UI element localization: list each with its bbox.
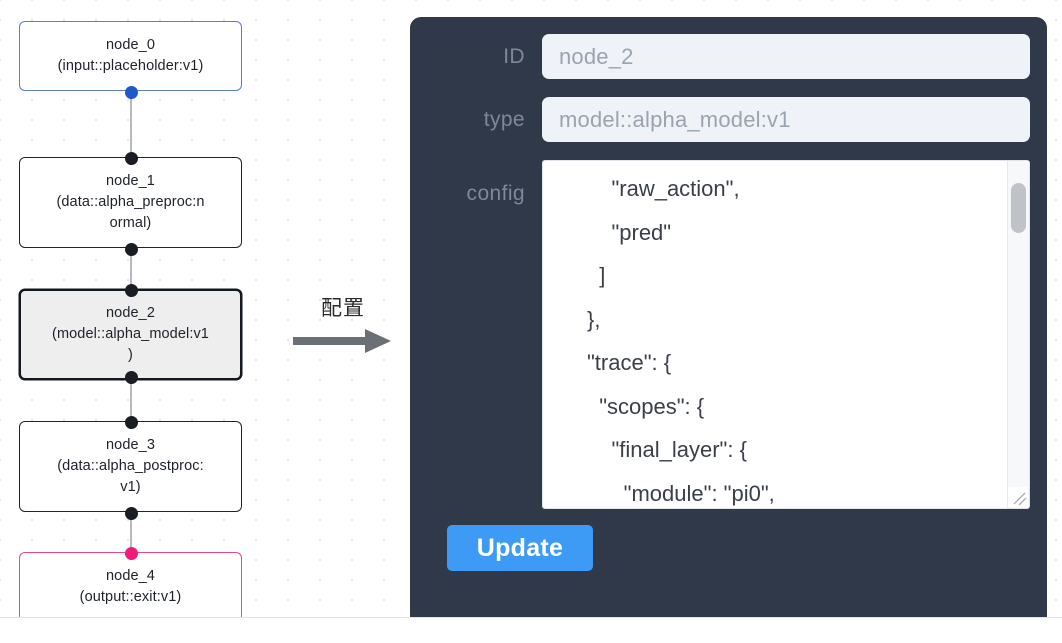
flow-node-label: node_1 (data::alpha_preproc:n ormal)	[56, 172, 205, 231]
node-handle-source-node_0[interactable]	[125, 86, 138, 99]
node-handle-target-node_1[interactable]	[125, 152, 138, 165]
config-field-label: config	[466, 182, 525, 205]
update-button[interactable]: Update	[447, 525, 593, 571]
id-input[interactable]: node_2	[542, 34, 1030, 79]
edge-node2-node3	[130, 375, 132, 421]
node-handle-source-node_1[interactable]	[125, 243, 138, 256]
right-arrow-icon	[293, 329, 391, 353]
config-arrow-group: 配置	[293, 298, 393, 354]
flow-node-node_2[interactable]: node_2 (model::alpha_model:v1 )	[19, 289, 242, 380]
config-scrollbar[interactable]	[1007, 161, 1029, 508]
node-handle-source-node_3[interactable]	[125, 507, 138, 520]
field-row-id: ID node_2	[427, 34, 1030, 79]
flow-node-node_1[interactable]: node_1 (data::alpha_preproc:n ormal)	[19, 157, 242, 248]
flow-node-label: node_2 (model::alpha_model:v1 )	[52, 304, 209, 363]
config-textarea-content[interactable]: "raw_action", "pred" ] }, "trace": { "sc…	[587, 176, 775, 506]
id-field-label: ID	[503, 44, 525, 68]
type-input[interactable]: model::alpha_model:v1	[542, 97, 1030, 142]
arrow-label: 配置	[321, 297, 365, 320]
flow-node-label: node_4 (output::exit:v1)	[79, 567, 182, 605]
type-field-label: type	[483, 107, 525, 131]
field-row-type: type model::alpha_model:v1	[427, 97, 1030, 142]
config-scrollbar-thumb[interactable]	[1011, 183, 1026, 233]
flow-node-label: node_3 (data::alpha_postproc: v1)	[57, 436, 204, 495]
field-row-config: config "raw_action", "pred" ] }, "trace"…	[427, 160, 1030, 509]
flow-node-node_4[interactable]: node_4 (output::exit:v1)	[19, 552, 242, 618]
config-textarea[interactable]: "raw_action", "pred" ] }, "trace": { "sc…	[542, 160, 1030, 509]
node-handle-target-node_3[interactable]	[125, 416, 138, 429]
resize-handle-icon[interactable]	[1008, 487, 1028, 507]
node-handle-target-node_2[interactable]	[125, 284, 138, 297]
edge-node1-node2	[130, 248, 132, 294]
node-handle-source-node_2[interactable]	[125, 371, 138, 384]
edge-node0-node1	[130, 91, 132, 157]
node-config-panel: ID node_2 type model::alpha_model:v1 con…	[410, 17, 1047, 618]
flow-canvas[interactable]: node_0 (input::placeholder:v1) node_1 (d…	[0, 0, 1062, 618]
node-handle-target-node_4[interactable]	[125, 547, 138, 560]
edge-node3-node4	[130, 512, 132, 549]
flow-node-label: node_0 (input::placeholder:v1)	[57, 36, 204, 74]
flow-node-node_0[interactable]: node_0 (input::placeholder:v1)	[19, 21, 242, 91]
flow-node-node_3[interactable]: node_3 (data::alpha_postproc: v1)	[19, 421, 242, 512]
